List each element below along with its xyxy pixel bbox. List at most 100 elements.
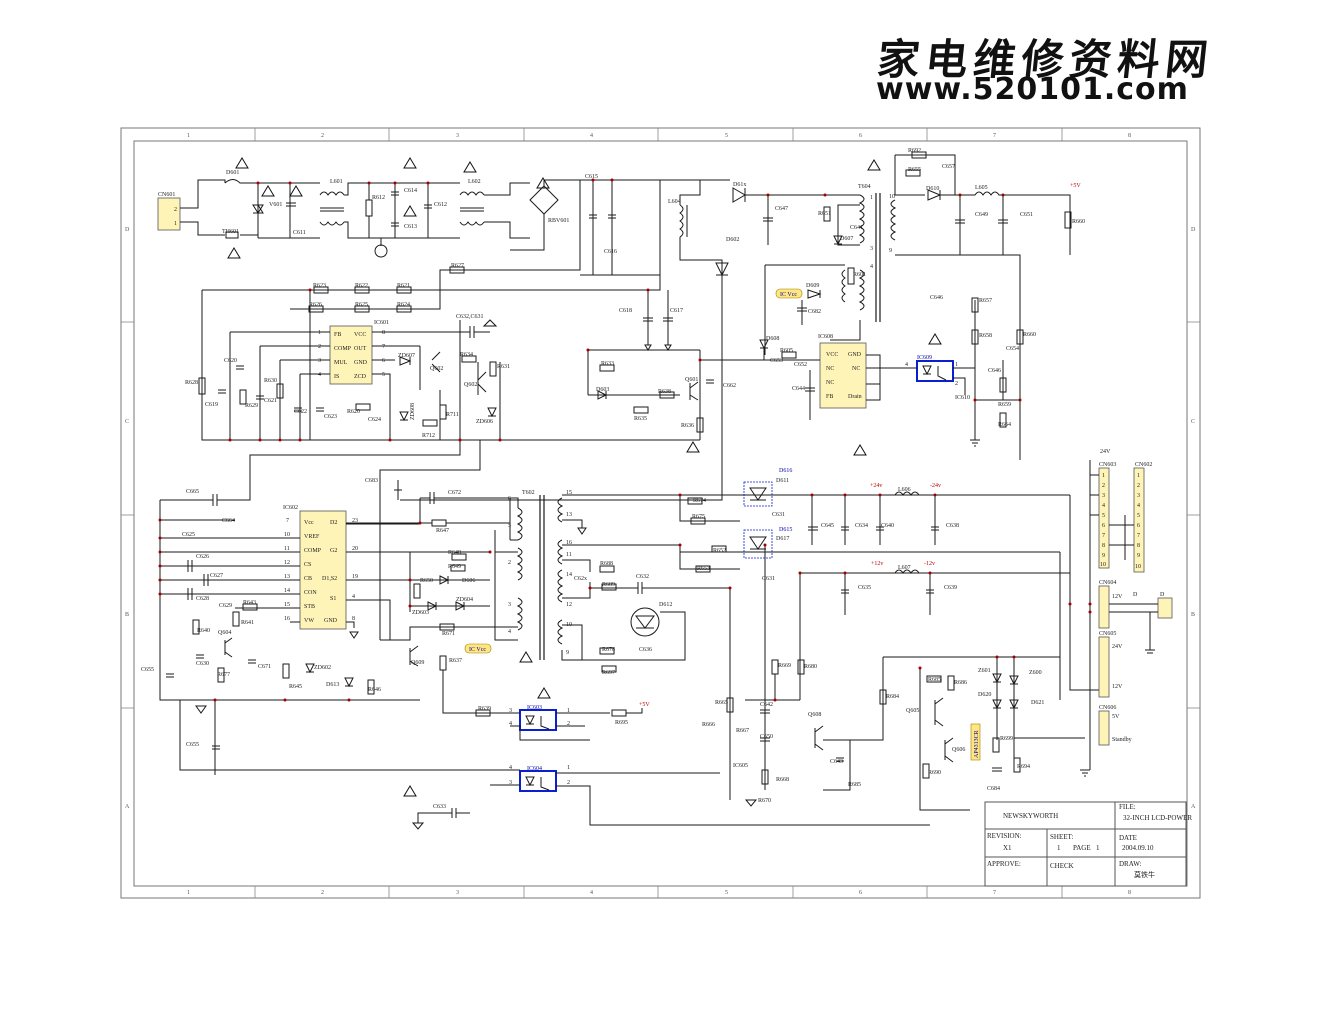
svg-text:11: 11 [284,546,290,552]
svg-text:R665: R665 [715,700,728,706]
svg-text:C649: C649 [975,212,988,218]
svg-text:C624: C624 [368,417,381,423]
svg-text:C646: C646 [930,295,943,301]
svg-text:6: 6 [382,358,385,364]
svg-text:12: 12 [566,602,572,608]
svg-text:C645: C645 [821,523,834,529]
svg-text:R623: R623 [313,283,326,289]
svg-text:C615: C615 [585,174,598,180]
svg-text:R635: R635 [634,416,647,422]
svg-text:3: 3 [509,780,512,786]
svg-text:C655: C655 [141,667,154,673]
svg-text:6: 6 [1102,523,1105,529]
svg-text:R641: R641 [241,620,254,626]
svg-text:C662: C662 [723,383,736,389]
svg-text:24V: 24V [1112,644,1123,650]
svg-text:R629: R629 [245,403,258,409]
ic603-opto [519,709,557,731]
svg-text:C665: C665 [186,489,199,495]
svg-text:C647: C647 [775,206,788,212]
svg-text:C613: C613 [404,224,417,230]
svg-text:2: 2 [567,780,570,786]
svg-text:R657: R657 [979,298,992,304]
svg-text:AP4313CR: AP4313CR [974,730,980,758]
svg-text:2: 2 [174,207,177,213]
ic604-opto [519,770,557,792]
svg-text:CON: CON [304,590,317,596]
svg-text:TH601: TH601 [222,229,239,235]
svg-text:3: 3 [870,246,873,252]
svg-text:R612: R612 [372,195,385,201]
svg-text:R627: R627 [451,263,464,269]
svg-text:STB: STB [304,604,315,610]
svg-text:FILE:: FILE: [1119,803,1136,811]
svg-text:24V: 24V [1100,449,1111,455]
row-label: C [125,419,129,425]
svg-text:IC608: IC608 [818,334,833,340]
row-label: A [1191,804,1196,810]
svg-text:Q602: Q602 [464,382,477,388]
svg-text:IC601: IC601 [374,320,389,326]
standby-flyback: T604 109 134 R651 C641 D607 R692 R655 C6… [764,148,1085,460]
svg-text:R645: R645 [289,684,302,690]
svg-text:OUT: OUT [354,346,367,352]
svg-text:IC604: IC604 [527,766,542,772]
svg-text:R686: R686 [954,680,967,686]
svg-text:D61x: D61x [733,182,746,188]
title-company: NEWSKYWORTH [1003,812,1058,820]
svg-text:R624: R624 [397,302,410,308]
svg-text:R692: R692 [908,148,921,154]
svg-text:D: D [1160,592,1165,598]
col-label: 7 [993,890,996,896]
svg-text:Q601: Q601 [685,377,698,383]
svg-text:5: 5 [1102,513,1105,519]
secondary-outputs: +24v -24v L606 C645 C634 C640 C638 +12v … [729,483,1070,800]
cn601-label: CN601 [158,192,175,198]
cn601-connector [157,197,181,231]
svg-text:COMP: COMP [304,548,322,554]
watermark-url: www.520101.com [876,72,1189,107]
svg-text:D620: D620 [978,692,991,698]
svg-text:R671: R671 [442,631,455,637]
title-block: NEWSKYWORTH FILE: 32-INCH LCD-POWER REVI… [984,801,1192,887]
svg-text:5: 5 [382,372,385,378]
svg-text:9: 9 [1102,553,1105,559]
svg-text:R680: R680 [804,664,817,670]
svg-text:R605: R605 [780,348,793,354]
svg-text:4: 4 [352,594,355,600]
svg-text:ZCD: ZCD [354,374,367,380]
svg-text:1: 1 [1102,473,1105,479]
svg-text:C643: C643 [830,759,843,765]
svg-text:R712: R712 [422,433,435,439]
svg-text:2: 2 [567,721,570,727]
svg-text:+5V: +5V [1070,183,1081,189]
svg-text:4: 4 [318,372,321,378]
svg-text:C627: C627 [210,573,223,579]
col-label: 8 [1128,133,1131,139]
svg-text:R640: R640 [197,628,210,634]
svg-text:APPROVE:: APPROVE: [987,860,1021,868]
svg-text:7: 7 [382,344,385,350]
svg-text:C638: C638 [946,523,959,529]
main-converter-section: C665 C664 IC602 Vcc VREF COMP CS CB CON … [141,320,510,830]
svg-text:L607: L607 [898,565,911,571]
input-filter-section: CN601 21 D601 TH601 V601 C611 L601 R612 … [157,170,720,276]
svg-text:R649: R649 [448,564,461,570]
svg-text:C619: C619 [205,402,218,408]
svg-text:R659: R659 [998,402,1011,408]
svg-text:莫铁牛: 莫铁牛 [1134,870,1155,879]
svg-text:D617: D617 [776,536,789,542]
grid-labels: 1 2 3 4 5 6 7 8 1 2 3 4 5 6 7 8 D C B A … [125,133,1196,896]
svg-text:C654: C654 [1006,346,1019,352]
svg-text:C631: C631 [772,512,785,518]
svg-text:R628: R628 [185,380,198,386]
svg-text:Q609: Q609 [411,660,424,666]
svg-text:4: 4 [508,629,511,635]
svg-text:14: 14 [284,588,290,594]
svg-text:C631: C631 [762,576,775,582]
svg-text:IC Vcc: IC Vcc [469,647,486,653]
standby-controller: IC608 VCC NC NC FB GND NC Drain D608 R60… [700,295,1036,447]
svg-text:R651: R651 [818,211,831,217]
svg-text:15: 15 [284,602,290,608]
